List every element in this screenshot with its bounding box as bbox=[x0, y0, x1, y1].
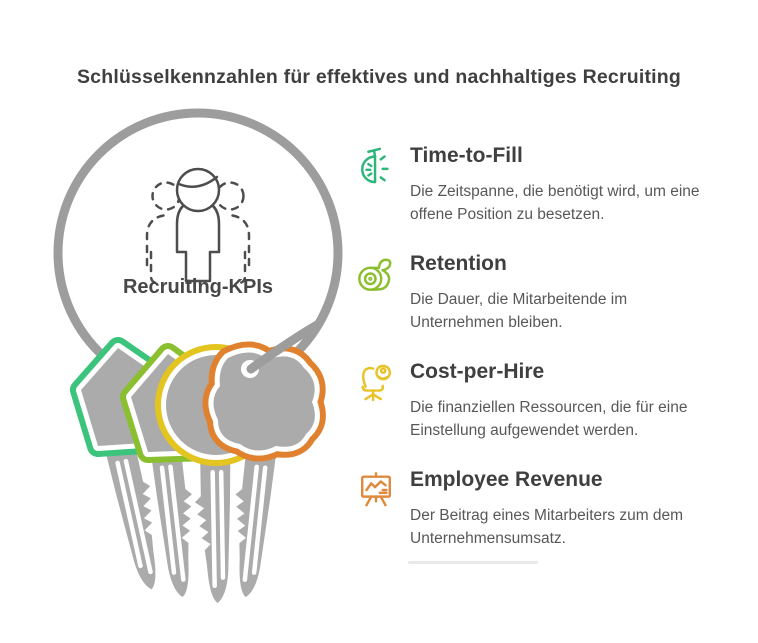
divider bbox=[408, 561, 538, 564]
kpi-description: Der Beitrag eines Mitarbeiters zum dem U… bbox=[410, 507, 684, 547]
tape-measure-icon bbox=[358, 258, 392, 291]
office-chair-icon bbox=[361, 364, 392, 402]
ring-thread bbox=[246, 320, 322, 374]
kpi-item-retention: Retention Die Dauer, die Mitarbeitende i… bbox=[357, 252, 702, 334]
kpi-item-time-to-fill: Time-to-Fill Die Zeitspanne, die benötig… bbox=[357, 144, 702, 226]
keyring-illustration bbox=[53, 108, 343, 603]
keyring-label: Recruiting-KPIs bbox=[122, 276, 274, 298]
orange-key-head bbox=[202, 341, 326, 462]
kpi-title: Employee Revenue bbox=[410, 468, 603, 491]
kpi-title: Retention bbox=[410, 252, 507, 275]
team-icon bbox=[145, 167, 251, 285]
presentation-chart-icon bbox=[360, 472, 392, 507]
stopwatch-icon bbox=[360, 147, 389, 184]
kpi-item-employee-revenue: Employee Revenue Der Beitrag eines Mitar… bbox=[357, 468, 702, 550]
kpi-item-cost-per-hire: Cost-per-Hire Die finanziellen Ressource… bbox=[357, 360, 702, 442]
kpi-description: Die finanziellen Ressourcen, die für ein… bbox=[410, 399, 688, 439]
kpi-description: Die Dauer, die Mitarbeitende im Unterneh… bbox=[410, 291, 628, 331]
kpi-title: Cost-per-Hire bbox=[410, 360, 545, 383]
page-title: Schlüsselkennzahlen für effektives und n… bbox=[76, 66, 682, 88]
kpi-description: Die Zeitspanne, die benötigt wird, um ei… bbox=[410, 183, 700, 223]
kpi-title: Time-to-Fill bbox=[410, 144, 523, 167]
